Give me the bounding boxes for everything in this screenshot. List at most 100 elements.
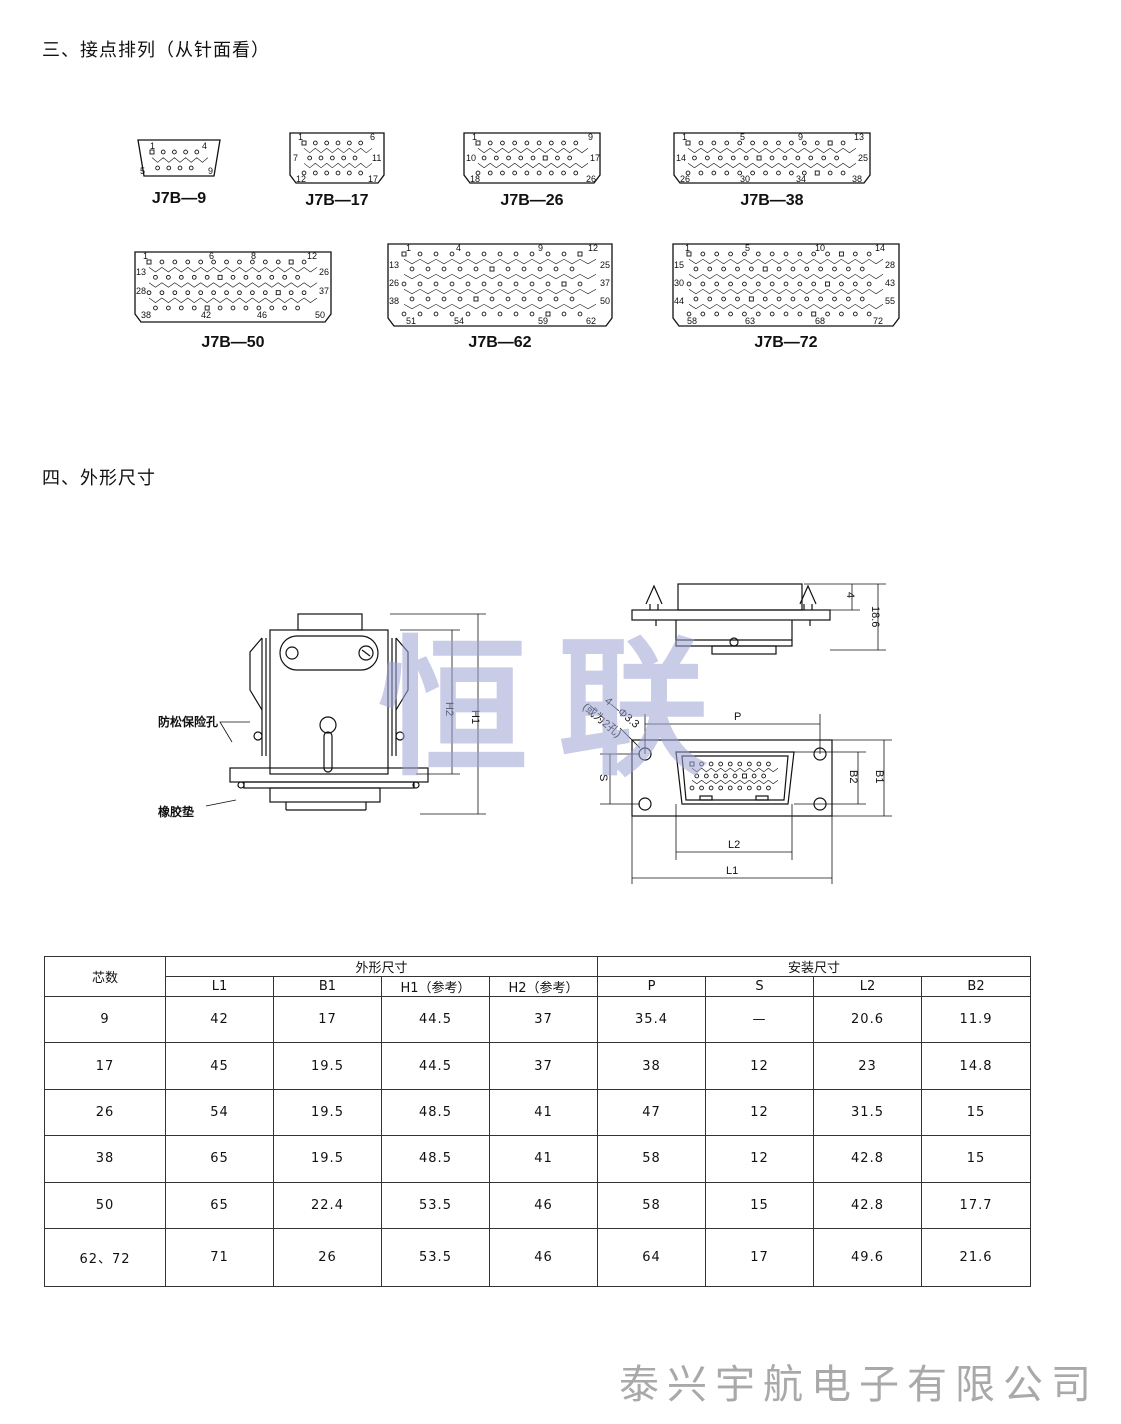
pin-label: 11 — [372, 153, 381, 163]
contact-hole — [763, 170, 768, 176]
contact-hole — [708, 761, 714, 767]
contact-hole — [153, 274, 158, 280]
lock-hole-callout: 防松保险孔 — [158, 714, 218, 729]
header-cores: 芯数 — [44, 956, 166, 997]
cell: 12 — [705, 1042, 815, 1090]
cell: 31.5 — [813, 1088, 923, 1137]
contact-hole — [737, 140, 743, 146]
contact-hole — [577, 311, 583, 317]
pin-label: 12 — [588, 243, 598, 253]
contact-hole — [756, 155, 762, 161]
contact-hole — [561, 140, 566, 146]
gasket-callout: 橡胶垫 — [158, 804, 194, 819]
top-dimension-lines — [804, 583, 886, 651]
contact-hole — [269, 305, 275, 311]
contact-hole — [224, 259, 229, 265]
contact-hole — [832, 266, 837, 272]
contact-hole — [512, 140, 518, 146]
contact-hole — [714, 251, 720, 257]
pin-label: 54 — [454, 316, 464, 326]
contact-hole — [714, 311, 720, 317]
contact-hole — [341, 155, 347, 161]
cell: 37 — [488, 995, 599, 1044]
contact-hole — [500, 170, 505, 176]
contact-hole — [329, 155, 335, 161]
contact-hole — [700, 251, 706, 257]
header-cell: L1 — [165, 976, 274, 997]
face-j7b-50: 1 6 8 12 13 26 28 37 38 42 46 50 — [134, 251, 332, 323]
cell: 11.9 — [921, 995, 1032, 1044]
contact-hole — [573, 140, 579, 146]
contact-hole — [500, 140, 505, 146]
model-label: J7B—50 — [201, 334, 265, 351]
contact-hole — [818, 266, 823, 272]
pin-label: 25 — [858, 153, 868, 163]
contact-hole — [335, 170, 341, 176]
contact-hole — [846, 266, 851, 272]
contact-hole — [149, 149, 155, 155]
contact-hole — [256, 274, 262, 280]
contact-hole — [185, 290, 191, 296]
cell: 17 — [44, 1042, 166, 1090]
contact-hole — [728, 281, 733, 287]
contact-hole — [211, 290, 216, 296]
contact-hole — [718, 761, 724, 767]
face-j7b-26: 1 9 10 17 18 26 — [463, 132, 601, 184]
pin-label: 8 — [251, 251, 256, 261]
cell: 58 — [597, 1181, 707, 1229]
contact-hole — [548, 140, 554, 146]
contact-hole — [250, 259, 255, 265]
header-cell: B1 — [273, 976, 382, 997]
pin-label: 46 — [257, 310, 267, 320]
pin-label: 6 — [370, 132, 375, 142]
face-j7b-72: 1 5 10 14 15 28 30 43 44 55 58 63 68 72 — [672, 243, 900, 327]
contact-hole — [776, 266, 782, 272]
contact-diagram-j7b-62: 1 4 9 12 13 25 26 37 38 50 51 54 59 62 J… — [386, 242, 614, 351]
contact-hole — [518, 155, 524, 161]
pin-label: 10 — [466, 153, 476, 163]
contact-hole — [409, 266, 415, 272]
contact-hole — [433, 311, 439, 317]
contact-hole — [465, 281, 471, 287]
contact-hole — [417, 311, 423, 317]
contact-hole — [146, 259, 152, 265]
contact-hole — [797, 251, 803, 257]
contact-hole — [735, 296, 740, 302]
contact-hole — [301, 290, 307, 296]
pin-label: 13 — [136, 267, 146, 277]
contact-hole — [401, 281, 407, 287]
contact-hole — [262, 290, 268, 296]
contact-hole — [295, 305, 300, 311]
contact-hole — [288, 259, 294, 265]
pin-label: 58 — [687, 316, 697, 326]
contact-hole — [811, 251, 817, 257]
contact-hole — [497, 281, 503, 287]
header-cell: P — [597, 976, 707, 997]
cell: 37 — [488, 1042, 599, 1090]
contact-diagram-j7b-72: 1 5 10 14 15 28 30 43 44 55 58 63 68 72 … — [671, 242, 901, 351]
face-j7b-9: 1 4 5 9 — [137, 139, 221, 177]
contact-hole — [409, 296, 415, 302]
contact-hole — [542, 155, 548, 161]
contact-hole — [204, 305, 210, 311]
contact-hole — [801, 140, 807, 146]
cell: 53.5 — [381, 1227, 490, 1288]
contact-hole — [358, 140, 364, 146]
pin-label: 63 — [745, 316, 755, 326]
contact-hole — [728, 251, 733, 257]
pin-label: 5 — [140, 166, 145, 176]
pin-label: 17 — [368, 174, 378, 184]
zigzag-guide — [688, 303, 884, 310]
contact-hole — [188, 165, 194, 171]
contact-hole — [685, 140, 691, 146]
cell: 62、72 — [44, 1227, 166, 1288]
contact-hole — [153, 305, 158, 311]
contact-hole — [537, 266, 543, 272]
contact-hole — [569, 296, 575, 302]
cell: 22.4 — [273, 1181, 382, 1229]
contact-hole — [346, 170, 352, 176]
contact-hole — [553, 296, 559, 302]
pin-label: 44 — [674, 296, 684, 306]
cell: 44.5 — [381, 1042, 490, 1090]
